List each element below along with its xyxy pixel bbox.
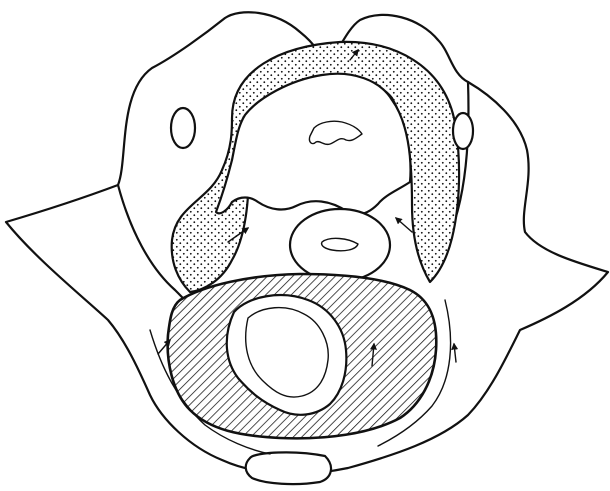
arrow-right-upper xyxy=(396,218,412,232)
left-small-structure xyxy=(171,108,195,148)
central-oval-organ xyxy=(290,209,390,281)
arrow-right-lower xyxy=(454,344,456,362)
right-small-structure xyxy=(453,113,473,149)
bottom-structure xyxy=(246,452,331,484)
